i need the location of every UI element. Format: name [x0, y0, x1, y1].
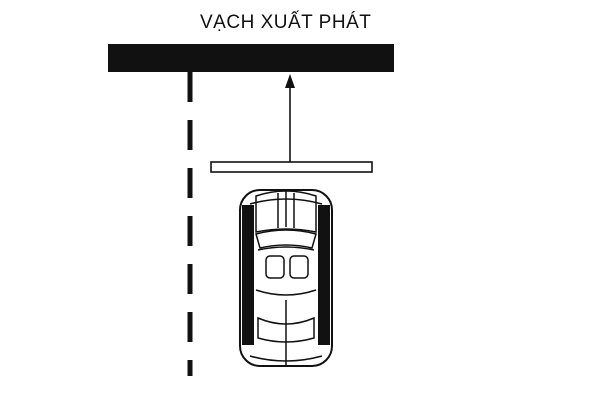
car-seat-right	[289, 255, 309, 279]
car-windshield	[255, 229, 317, 249]
car-seat-left	[265, 255, 285, 279]
start-line-label: VẠCH XUẤT PHÁT	[200, 12, 372, 33]
car-top-view	[239, 189, 333, 367]
sensor-strip	[210, 161, 373, 173]
car-left-side	[242, 205, 254, 345]
direction-arrow-head	[285, 74, 295, 88]
car-right-side	[318, 205, 330, 345]
start-line-bar	[108, 44, 394, 72]
